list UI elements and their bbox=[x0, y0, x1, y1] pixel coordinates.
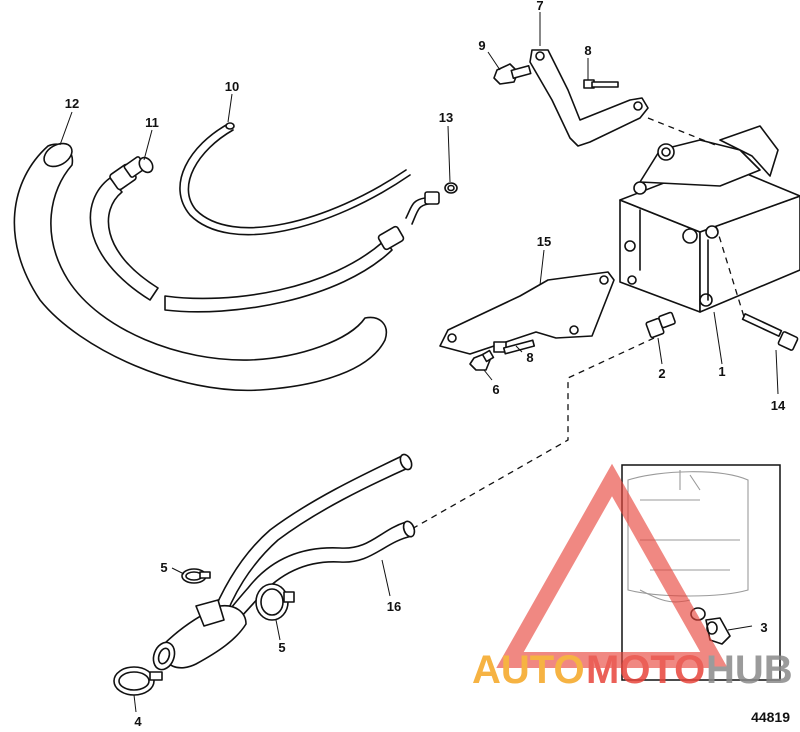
callout-5-top: 5 bbox=[160, 560, 167, 575]
bracket-7 bbox=[529, 49, 649, 147]
hose-10 bbox=[179, 122, 411, 236]
dash-module-to-bolt-14 bbox=[715, 225, 746, 321]
callout-11: 11 bbox=[145, 115, 159, 130]
bolt-9 bbox=[493, 63, 532, 85]
fitting-11 bbox=[109, 156, 154, 191]
callout-8-lower: 8 bbox=[526, 350, 533, 365]
callout-10: 10 bbox=[225, 79, 239, 94]
clamp-5-lower bbox=[255, 583, 295, 621]
leader-lines bbox=[59, 12, 779, 713]
figure-number: 44819 bbox=[751, 709, 790, 725]
callout-2: 2 bbox=[658, 366, 665, 381]
inset-detail bbox=[621, 464, 781, 681]
callout-8-top: 8 bbox=[584, 43, 591, 58]
callout-15: 15 bbox=[537, 234, 551, 249]
watermark-moto: MOTO bbox=[586, 648, 705, 692]
hose-11 bbox=[89, 156, 405, 313]
hose-12 bbox=[13, 142, 387, 392]
callout-1: 1 bbox=[718, 364, 725, 379]
hose-16 bbox=[209, 453, 416, 639]
callout-3: 3 bbox=[760, 620, 767, 635]
clamp-4 bbox=[113, 666, 163, 696]
dash-bracket-to-module bbox=[647, 117, 719, 147]
bolt-8-top bbox=[583, 79, 619, 89]
callout-16: 16 bbox=[387, 599, 401, 614]
callout-4: 4 bbox=[134, 714, 142, 729]
bracket-15 bbox=[439, 271, 615, 355]
fitting-13 bbox=[405, 182, 458, 225]
callout-14: 14 bbox=[771, 398, 786, 413]
y-connector bbox=[152, 599, 247, 671]
watermark-auto: AUTO bbox=[472, 648, 585, 692]
dash-fitting-to-hose-16 bbox=[409, 337, 655, 531]
fitting-2 bbox=[645, 311, 676, 339]
callout-9: 9 bbox=[478, 38, 485, 53]
bolt-14 bbox=[741, 313, 799, 351]
watermark-triangle bbox=[496, 463, 728, 668]
bolt-6 bbox=[469, 349, 495, 371]
callout-13: 13 bbox=[439, 110, 453, 125]
watermark: AUTO MOTO HUB bbox=[472, 463, 793, 692]
callout-12: 12 bbox=[65, 96, 79, 111]
callout-labels: 1 2 3 4 5 5 6 7 8 8 9 10 11 12 13 14 15 … bbox=[65, 0, 786, 729]
inset-frame bbox=[621, 464, 781, 681]
callout-6: 6 bbox=[492, 382, 499, 397]
callout-7: 7 bbox=[536, 0, 543, 13]
clamp-5-top bbox=[181, 568, 211, 584]
watermark-hub: HUB bbox=[706, 648, 793, 692]
callout-5-lower: 5 bbox=[278, 640, 285, 655]
module-1 bbox=[619, 125, 800, 313]
